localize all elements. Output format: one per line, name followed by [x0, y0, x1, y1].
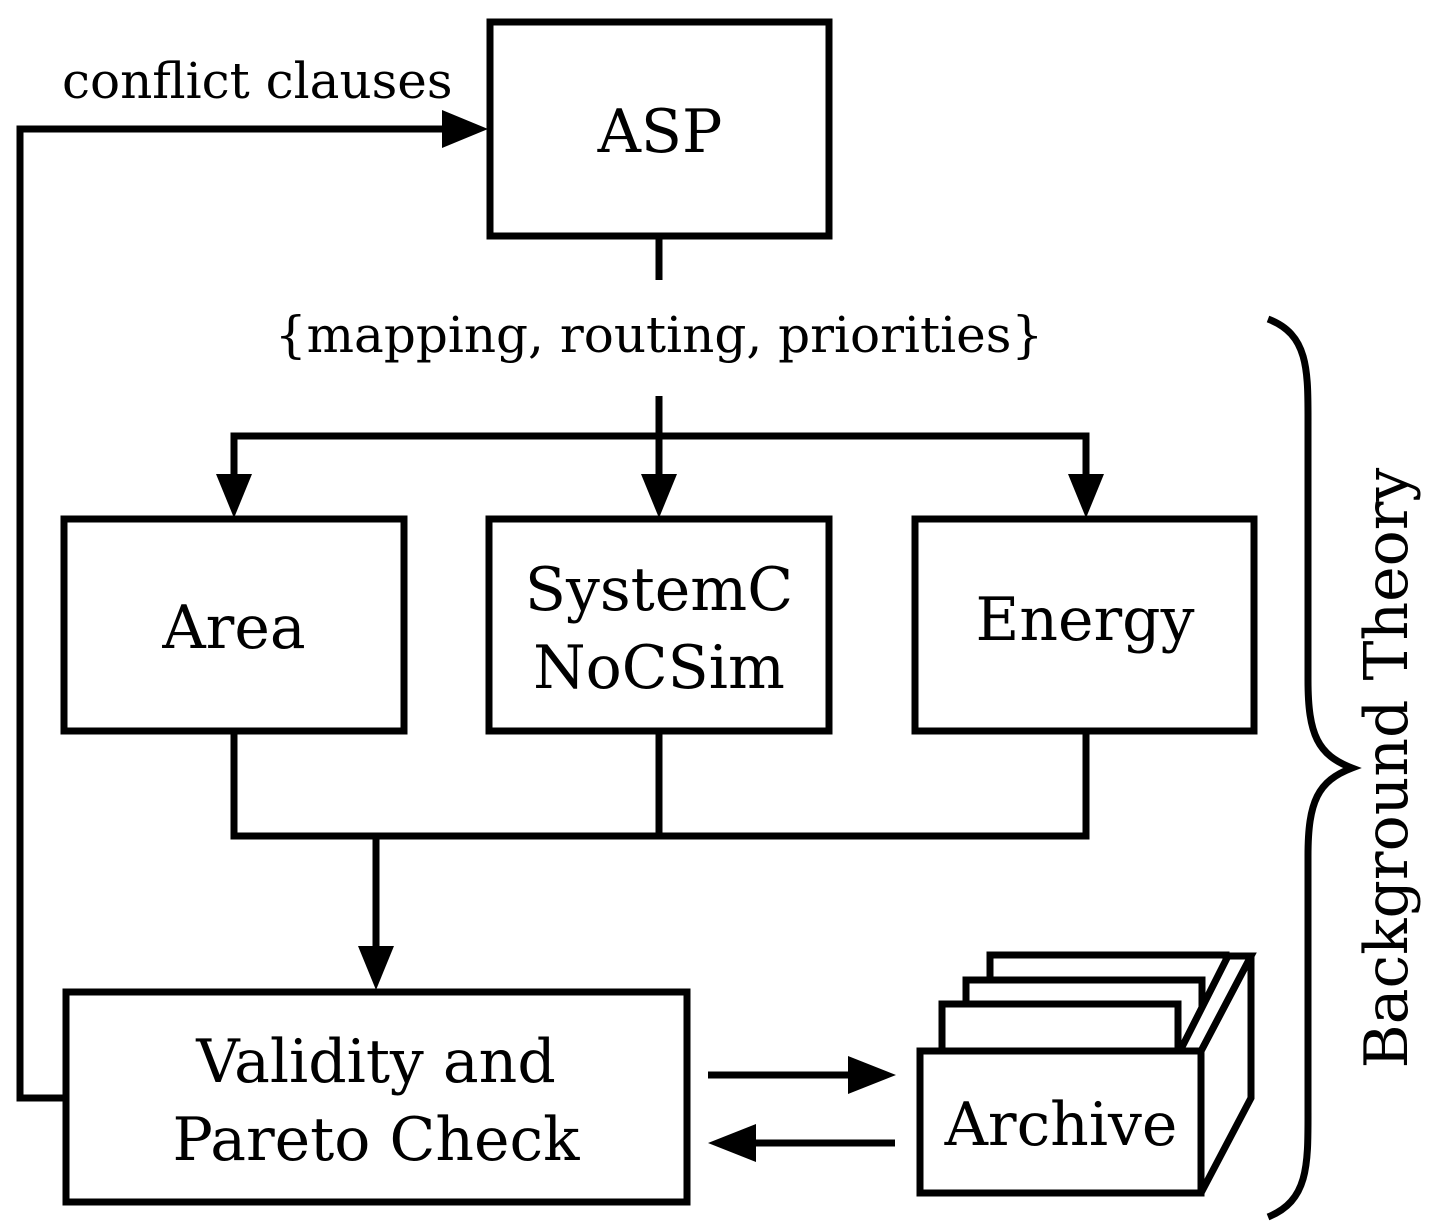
energy-node: Energy [911, 515, 1258, 735]
area-label: Area [161, 593, 305, 663]
background-theory-brace [1266, 315, 1362, 1221]
asp-label: ASP [597, 97, 723, 167]
outputs-label: {mapping, routing, priorities} [275, 306, 1043, 364]
conflict-feedback-edge [16, 110, 488, 1102]
archive-box-front [916, 1047, 1205, 1197]
check-node: Validity and Pareto Check [62, 988, 691, 1206]
area-node: Area [60, 515, 408, 735]
energy-label: Energy [976, 585, 1195, 655]
archive-label: Archive [944, 1090, 1178, 1160]
conflict-clauses-label: conflict clauses [62, 52, 453, 110]
background-theory-label: Background Theory [1352, 468, 1422, 1069]
asp-node: ASP [486, 18, 833, 240]
check-label-line2: Pareto Check [173, 1105, 581, 1175]
simulator-node: SystemC NoCSim [485, 515, 833, 735]
simulator-label-line1: SystemC [525, 555, 793, 625]
check-to-archive-edge [708, 1056, 896, 1094]
merge-edges [230, 731, 1090, 990]
check-label-line1: Validity and [195, 1027, 555, 1097]
distribution-edges [216, 396, 1104, 518]
archive-node: Archive [916, 951, 1257, 1197]
archive-to-check-edge [708, 1124, 895, 1162]
simulator-label-line2: NoCSim [533, 633, 785, 703]
